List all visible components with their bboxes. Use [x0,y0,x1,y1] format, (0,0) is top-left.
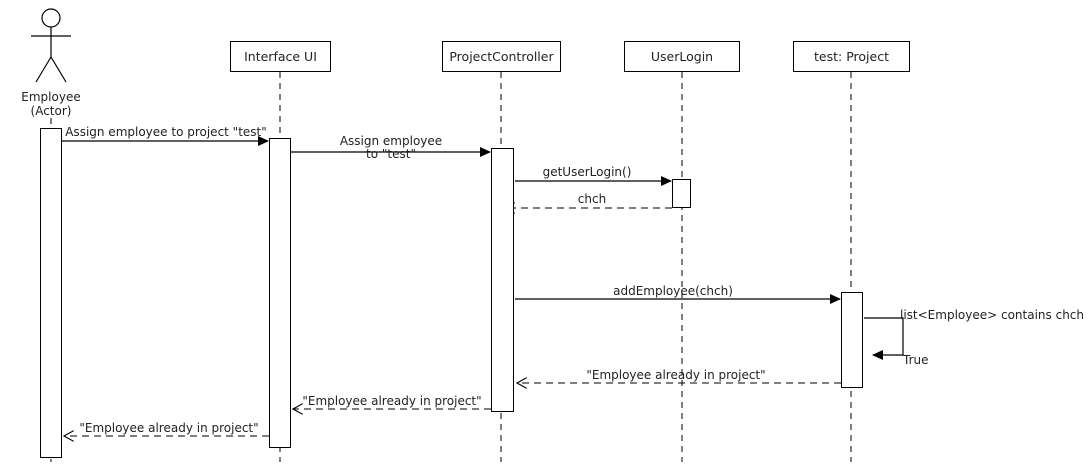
message-label-m1: Assign employee to project "test" [65,126,267,139]
message-text-m2-line2: to "test" [366,147,416,161]
message-text-m6: list<Employee> contains chch [900,308,1084,322]
message-text-m1: Assign employee to project "test" [65,125,267,139]
messages-group [62,136,904,436]
participant-box-user-login[interactable]: UserLogin [624,41,740,72]
activation-bar-employee [40,128,62,458]
message-text-m3: getUserLogin() [542,165,632,179]
message-text-m7: True [903,353,929,367]
message-text-m2-line1: Assign employee [339,134,443,148]
message-text-m8: "Employee already in project" [586,368,766,382]
message-text-m5: addEmployee(chch) [613,284,733,298]
actor-stick-figure [31,8,71,83]
message-arrow-m6-m7-self-loop [864,317,904,360]
actor-role: (Actor) [30,104,72,118]
activation-bar-interface-ui [269,138,291,448]
participant-box-project-controller[interactable]: ProjectController [442,41,561,72]
message-text-m10: "Employee already in project" [79,421,259,435]
message-label-m4: chch [578,193,606,206]
actor-label: Employee (Actor) [21,90,80,118]
message-label-m9: "Employee already in project" [302,395,481,408]
participant-box-test-project[interactable]: test: Project [793,41,910,72]
participant-label-interface-ui: Interface UI [244,49,317,64]
message-label-m2: Assign employee to "test" [340,135,442,161]
participant-label-test-project: test: Project [814,49,889,64]
activation-bar-project-controller [491,148,514,412]
participant-box-interface-ui[interactable]: Interface UI [230,41,331,72]
participant-label-user-login: UserLogin [650,49,714,64]
message-label-m5: addEmployee(chch) [613,285,733,298]
message-text-m9: "Employee already in project" [302,394,482,408]
activation-bar-test-project [841,292,863,388]
message-label-m3: getUserLogin() [543,166,632,179]
message-label-m6: list<Employee> contains chch [900,309,1084,322]
message-label-m7: True [903,354,929,367]
activation-bar-user-login [672,179,691,208]
participant-label-project-controller: ProjectController [449,49,554,64]
message-text-m4: chch [577,192,607,206]
actor-name: Employee [21,90,81,104]
message-label-m8: "Employee already in project" [586,369,765,382]
message-label-m10: "Employee already in project" [79,422,258,435]
